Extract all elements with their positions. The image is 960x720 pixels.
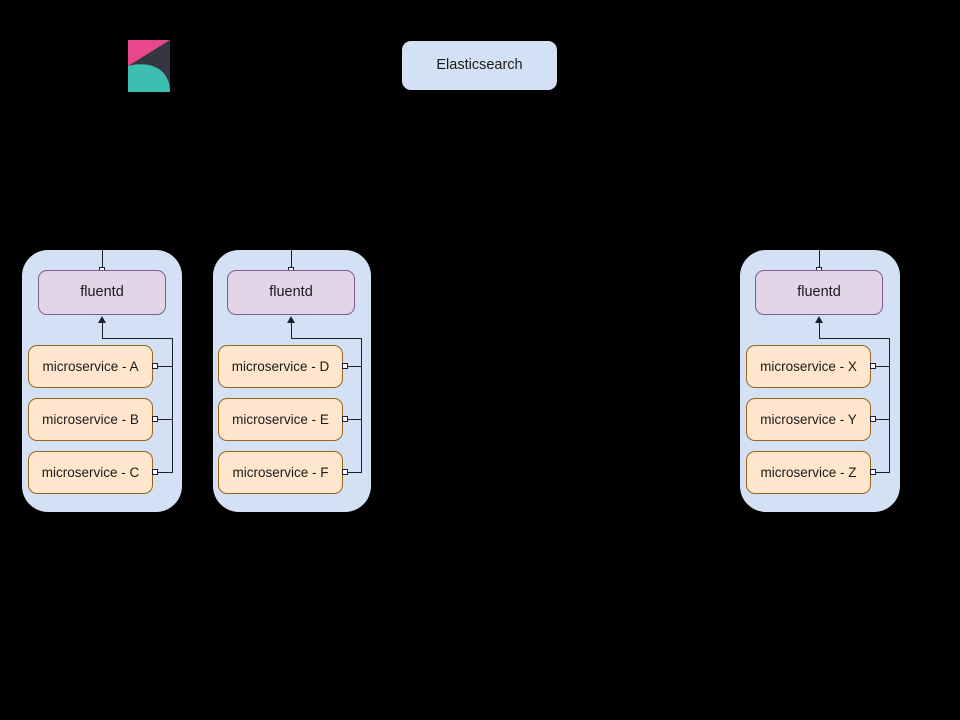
- cluster-1-microservice-c-link: [158, 472, 173, 474]
- cluster-1-microservice-b-label: microservice - B: [42, 411, 139, 427]
- elasticsearch-label: Elasticsearch: [436, 57, 523, 74]
- cluster-3-microservice-y-endpoint: [870, 416, 876, 422]
- cluster-2-fluentd-label: fluentd: [269, 284, 313, 301]
- cluster-2-microservice-d-link: [348, 366, 362, 368]
- cluster-3-microservice-x-label: microservice - X: [760, 358, 857, 374]
- cluster-2-fluentd-inbound-arrow: [287, 316, 295, 323]
- cluster-1-trunk-vertical: [172, 338, 174, 473]
- cluster-3-microservice-x-endpoint: [870, 363, 876, 369]
- cluster-1-microservice-a-label: microservice - A: [42, 358, 139, 374]
- cluster-2-microservice-e-endpoint: [342, 416, 348, 422]
- cluster-3-microservice-z-label: microservice - Z: [760, 464, 857, 480]
- cluster-2-uplink-line: [291, 250, 293, 270]
- cluster-2-microservice-f-label: microservice - F: [232, 464, 329, 480]
- cluster-2-microservice-e-label: microservice - E: [232, 411, 329, 427]
- cluster-3-trunk-riser: [819, 323, 821, 339]
- cluster-3-microservice-y[interactable]: microservice - Y: [746, 398, 871, 441]
- cluster-2-trunk-riser: [291, 323, 293, 339]
- cluster-2-microservice-f-link: [348, 472, 362, 474]
- cluster-3-trunk-vertical: [889, 338, 891, 473]
- cluster-1-fluentd-label: fluentd: [80, 284, 124, 301]
- cluster-1-microservice-a-link: [158, 366, 173, 368]
- cluster-3-microservice-y-link: [876, 419, 890, 421]
- cluster-3-microservice-x-link: [876, 366, 890, 368]
- cluster-2-trunk-vertical: [361, 338, 363, 473]
- cluster-3-trunk-top: [819, 338, 890, 340]
- kibana-logo-icon[interactable]: [128, 40, 170, 92]
- cluster-2-trunk-top: [291, 338, 362, 340]
- cluster-3-microservice-z-endpoint: [870, 469, 876, 475]
- cluster-1-microservice-b-link: [158, 419, 173, 421]
- cluster-3-microservice-y-label: microservice - Y: [760, 411, 857, 427]
- cluster-3-microservice-z[interactable]: microservice - Z: [746, 451, 871, 494]
- cluster-1-microservice-c-endpoint: [152, 469, 158, 475]
- cluster-2-microservice-d[interactable]: microservice - D: [218, 345, 343, 388]
- cluster-3-fluentd-label: fluentd: [797, 284, 841, 301]
- cluster-2-microservice-e[interactable]: microservice - E: [218, 398, 343, 441]
- cluster-2-microservice-f-endpoint: [342, 469, 348, 475]
- cluster-2-microservice-e-link: [348, 419, 362, 421]
- cluster-1-fluentd-node[interactable]: fluentd: [38, 270, 166, 315]
- cluster-2-fluentd-node[interactable]: fluentd: [227, 270, 355, 315]
- cluster-2-microservice-d-endpoint: [342, 363, 348, 369]
- cluster-1-trunk-top: [102, 338, 173, 340]
- cluster-1-uplink-line: [102, 250, 104, 270]
- cluster-3-microservice-z-link: [876, 472, 890, 474]
- cluster-3-fluentd-inbound-arrow: [815, 316, 823, 323]
- cluster-1-microservice-b[interactable]: microservice - B: [28, 398, 153, 441]
- cluster-2-microservice-f[interactable]: microservice - F: [218, 451, 343, 494]
- cluster-3-uplink-line: [819, 250, 821, 270]
- cluster-1-microservice-c[interactable]: microservice - C: [28, 451, 153, 494]
- cluster-1-microservice-a[interactable]: microservice - A: [28, 345, 153, 388]
- cluster-1-fluentd-inbound-arrow: [98, 316, 106, 323]
- cluster-3-fluentd-node[interactable]: fluentd: [755, 270, 883, 315]
- cluster-1-trunk-riser: [102, 323, 104, 339]
- cluster-1-microservice-b-endpoint: [152, 416, 158, 422]
- cluster-1-microservice-a-endpoint: [152, 363, 158, 369]
- cluster-1-microservice-c-label: microservice - C: [41, 464, 140, 480]
- elasticsearch-node[interactable]: Elasticsearch: [402, 41, 557, 90]
- cluster-3-microservice-x[interactable]: microservice - X: [746, 345, 871, 388]
- cluster-2-microservice-d-label: microservice - D: [231, 358, 330, 374]
